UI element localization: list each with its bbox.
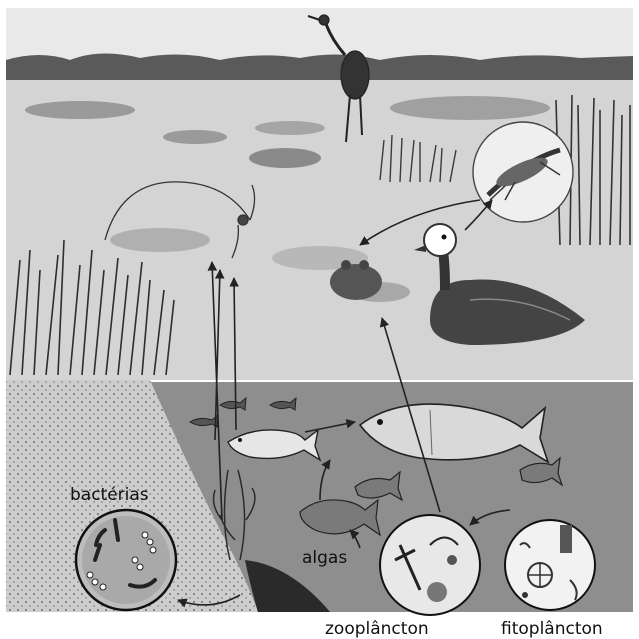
phytoplankton-circle-icon: [505, 520, 595, 610]
distant-treeline: [6, 53, 633, 82]
label-zooplankton: zooplâncton: [325, 619, 429, 639]
lily-patch: [163, 130, 227, 144]
lily-patch: [255, 121, 325, 135]
zooplankton-circle-icon: [380, 515, 480, 615]
label-phytoplankton: fitoplâncton: [501, 619, 603, 639]
label-bacteria: bactérias: [70, 485, 149, 505]
lily-patch: [25, 101, 135, 119]
lily-patch: [390, 96, 550, 120]
lily-patch: [249, 148, 321, 168]
label-algae: algas: [302, 548, 347, 568]
grasshopper-icon: [473, 122, 573, 222]
lily-pad: [110, 228, 210, 252]
bacteria-circle-icon: [76, 510, 176, 610]
